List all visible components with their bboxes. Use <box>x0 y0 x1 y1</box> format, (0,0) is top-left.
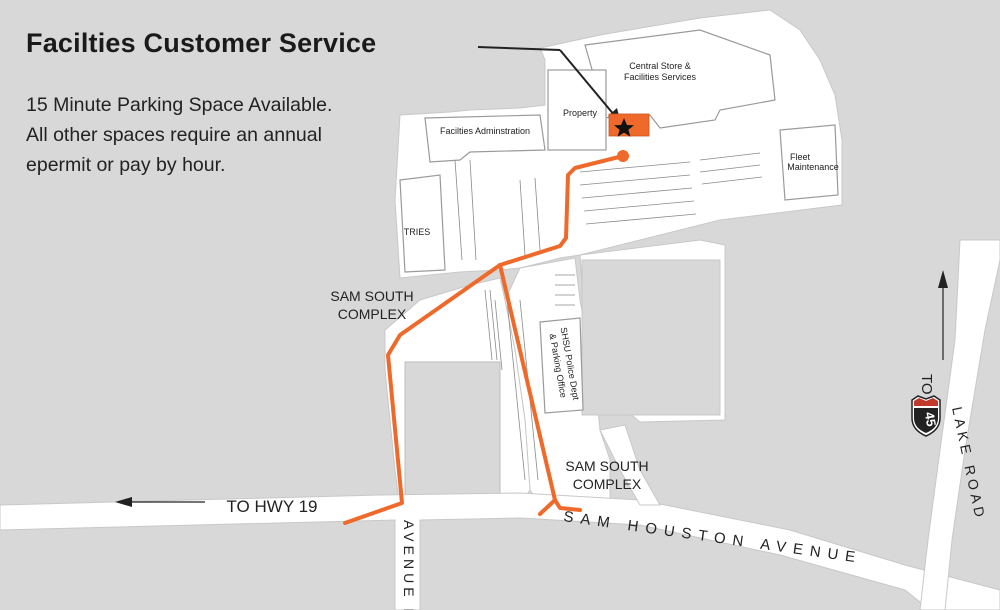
tries-label: TRIES <box>404 227 431 237</box>
sam-south-label-1a: SAM SOUTH <box>330 288 413 304</box>
sam-south-lot <box>404 361 501 498</box>
fleet-label-1: Fleet <box>790 152 811 162</box>
police-building <box>539 317 584 414</box>
note-line-3: epermit or pay by hour. <box>26 154 226 176</box>
property-label: Property <box>563 108 598 118</box>
route-path-west <box>343 154 625 525</box>
facilities-admin-label: Facilties Adminstration <box>440 126 530 136</box>
sam-south-label-1b: COMPLEX <box>338 306 407 322</box>
central-stores-label-1: Central Store & <box>629 61 691 71</box>
roads <box>0 239 1000 610</box>
fleet-label-2: Maintenance <box>787 162 839 172</box>
customer-service-target <box>608 113 650 137</box>
note-line-1: 15 Minute Parking Space Available. <box>26 94 333 116</box>
shield-number: 45 <box>922 411 939 428</box>
map-title: Facilties Customer Service <box>26 28 377 58</box>
callout-line-1 <box>477 46 561 51</box>
to-45-label: TO <box>918 374 935 395</box>
open-lot <box>581 259 721 416</box>
route-start-dot-icon <box>617 150 629 162</box>
callout-line-2 <box>559 49 616 117</box>
route <box>343 154 625 525</box>
tries-building <box>399 174 446 273</box>
star-icon <box>614 118 634 137</box>
facilities-admin-building <box>424 114 546 163</box>
west-arrow-head <box>115 497 132 507</box>
sam-south-label-2b: COMPLEX <box>573 476 642 492</box>
avenue-i-label: AVENUE I <box>401 520 417 610</box>
to-hwy-19-label: TO HWY 19 <box>226 497 317 516</box>
route-path-spur <box>538 498 557 516</box>
central-stores-label-2: Facilities Services <box>624 72 697 82</box>
sam-south-label-2a: SAM SOUTH <box>565 458 648 474</box>
interstate-45-shield-icon: 45 <box>911 395 941 437</box>
fleet-building <box>779 124 839 201</box>
direction-arrows <box>115 46 948 507</box>
area-labels: SAM SOUTH COMPLEX SAM SOUTH COMPLEX <box>330 288 648 492</box>
route-path-east <box>498 263 582 512</box>
note-line-2: All other spaces require an annual <box>26 124 322 146</box>
buildings <box>399 29 839 414</box>
property-building <box>547 69 607 151</box>
north-arrow-head <box>938 270 948 288</box>
